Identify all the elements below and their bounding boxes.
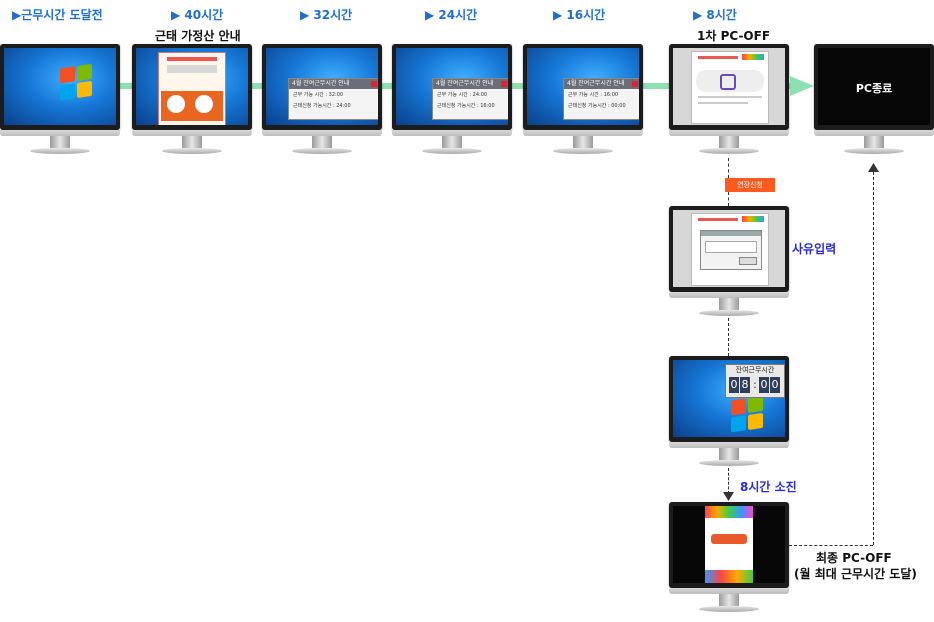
monitor-before [0,44,120,159]
stage-label-16h: ▶ 16시간 [553,8,606,22]
close-icon[interactable] [371,81,377,87]
pc-off-window [691,51,769,124]
attendance-notice-window [158,52,226,125]
popup-title: 4월 잔여근무시간 안내 [289,79,378,89]
monitor-40h [132,44,252,159]
timer-separator: : [753,378,757,391]
timer-digit: 0 [729,377,739,393]
close-icon[interactable] [501,81,507,87]
monitor-reason-input [669,206,789,321]
final-pc-off-poster [705,506,753,583]
popup-request-hours: 근태신청 가능시간 : 16:00 [437,103,495,109]
confirm-button[interactable] [739,257,757,265]
dashed-connector [873,172,874,545]
monitor-8h [669,44,789,159]
remaining-time-widget: 잔여근무시간 0 8 : 0 0 [725,364,785,398]
remaining-hours-popup: 4월 잔여근무시간 안내 근무 가능 시간 : 24:00 근태신청 가능시간 … [432,78,508,120]
monitor-32h: 4월 잔여근무시간 안내 근무 가능 시간 : 32:00 근태신청 가능시간 … [262,44,382,159]
monitor-final-pc-off [669,502,789,617]
reason-dialog[interactable] [700,230,762,270]
stage-sublabel-8h: 1차 PC-OFF [697,29,771,43]
dashed-connector [728,158,729,178]
dashed-connector [789,545,873,546]
stage-label-before: ▶근무시간 도달전 [12,8,103,22]
close-icon[interactable] [632,81,638,87]
stage-label-24h: ▶ 24시간 [425,8,478,22]
popup-request-hours: 근태신청 가능시간 : 00:00 [568,103,626,109]
popup-title: 4월 잔여근무시간 안내 [433,79,508,89]
popup-work-hours: 근무 가능 시간 : 16:00 [568,92,619,98]
extend-request-button[interactable]: 연장신청 [725,178,775,192]
reason-input-field[interactable] [705,241,757,253]
remaining-time-title: 잔여근무시간 [735,366,775,374]
popup-request-hours: 근태신청 가능시간 : 24:00 [293,103,351,109]
remaining-hours-popup: 4월 잔여근무시간 안내 근무 가능 시간 : 32:00 근태신청 가능시간 … [288,78,378,120]
extend-request-label: 연장신청 [737,181,763,189]
stage-sublabel-40h: 근태 가정산 안내 [155,29,241,43]
monitor-24h: 4월 잔여근무시간 안내 근무 가능 시간 : 24:00 근태신청 가능시간 … [392,44,512,159]
dashed-connector [728,192,729,206]
timer-digit: 8 [740,377,750,393]
up-arrowhead [868,163,879,172]
dashed-connector [728,468,729,494]
stage-label-40h: ▶ 40시간 [171,8,224,22]
consumed-label: 8시간 소진 [740,480,797,494]
monitor-16h: 4월 잔여근무시간 안내 근무 가능 시간 : 16:00 근태신청 가능시간 … [523,44,643,159]
remaining-hours-popup: 4월 잔여근무시간 안내 근무 가능 시간 : 16:00 근태신청 가능시간 … [563,78,639,120]
windows-logo-icon [731,395,765,435]
flow-arrowhead [790,76,814,96]
windows-desktop [4,48,116,125]
windows-logo-icon [60,63,94,103]
pc-shutdown-text: PC종료 [855,82,893,95]
popup-title: 4월 잔여근무시간 안내 [564,79,639,89]
lock-icon [720,74,736,90]
dashed-connector [728,318,729,356]
reason-input-label: 사유입력 [792,242,837,256]
stage-label-8h: ▶ 8시간 [693,8,737,22]
popup-work-hours: 근무 가능 시간 : 24:00 [437,92,488,98]
final-pc-off-sublabel: (월 최대 근무시간 도달) [794,567,917,581]
timer-digit: 0 [759,377,769,393]
final-pc-off-label: 최종 PC-OFF [816,551,892,565]
monitor-remaining-timer: 잔여근무시간 0 8 : 0 0 [669,356,789,471]
monitor-pc-shutdown: PC종료 [814,44,934,159]
down-arrowhead [723,492,734,501]
timer-digit: 0 [770,377,780,393]
popup-work-hours: 근무 가능 시간 : 32:00 [293,92,344,98]
stage-label-32h: ▶ 32시간 [300,8,353,22]
